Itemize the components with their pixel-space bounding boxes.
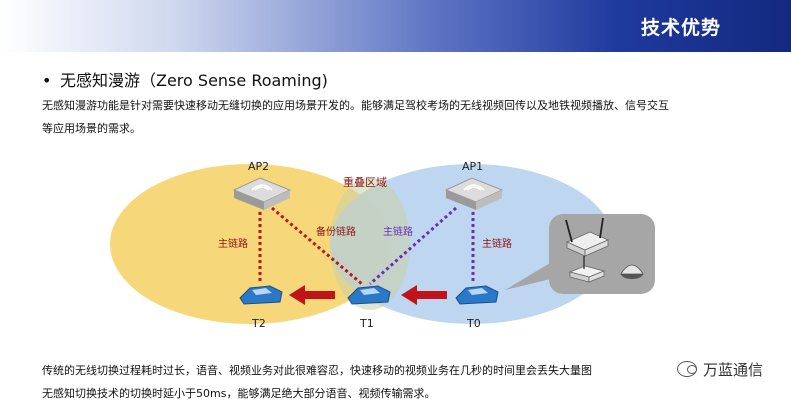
main-link-left-label: 主链路 bbox=[218, 237, 248, 250]
section-title: 无感知漫游（Zero Sense Roaming) bbox=[60, 71, 328, 90]
roaming-diagram: AP2 AP1 重叠区域 主链路 备份链路 主链路 主链路 T2 T1 T0 bbox=[110, 160, 655, 330]
footer-line-2: 无感知切换技术的切换时延小于50ms，能够满足绝大部分语音、视频传输需求。 bbox=[42, 387, 436, 400]
overlap-zone bbox=[330, 178, 410, 310]
main-link-mid-label: 主链路 bbox=[383, 225, 413, 238]
terminal-device bbox=[568, 256, 606, 283]
wifi-icon bbox=[463, 184, 485, 191]
ap2-label: AP2 bbox=[248, 160, 269, 173]
callout-pointer bbox=[505, 260, 555, 290]
car-t1 bbox=[347, 285, 391, 305]
main-link-right-label: 主链路 bbox=[482, 237, 512, 250]
router-device bbox=[565, 217, 609, 257]
ap1-mid-link bbox=[369, 206, 457, 286]
description-line-2: 等应用场景的需求。 bbox=[42, 122, 141, 135]
ap1-device bbox=[444, 177, 504, 210]
car-t0 bbox=[455, 285, 499, 305]
backup-link-label: 备份链路 bbox=[316, 225, 356, 238]
arrow-right-to-mid bbox=[401, 285, 447, 305]
description: 无感知漫游功能是针对需要快速移动无缝切换的应用场景开发的。能够满足驾校考场的无线… bbox=[42, 94, 762, 140]
description-line-1: 无感知漫游功能是针对需要快速移动无缝切换的应用场景开发的。能够满足驾校考场的无线… bbox=[42, 99, 669, 112]
bullet-marker: • bbox=[42, 71, 52, 90]
watermark: 万蓝通信 bbox=[676, 359, 763, 380]
section-heading: • 无感知漫游（Zero Sense Roaming) bbox=[42, 67, 328, 91]
car-t2 bbox=[239, 285, 283, 305]
car-t0-label: T0 bbox=[466, 317, 481, 330]
header-banner: 技术优势 bbox=[0, 0, 791, 52]
backup-link bbox=[271, 206, 363, 286]
arrow-mid-to-left bbox=[289, 285, 335, 305]
overlap-label: 重叠区域 bbox=[343, 175, 387, 189]
watermark-text: 万蓝通信 bbox=[702, 361, 763, 379]
ap2-coverage-zone bbox=[110, 164, 390, 324]
antenna-puck-device bbox=[620, 264, 644, 279]
ap1-label: AP1 bbox=[462, 160, 483, 173]
wechat-icon bbox=[676, 361, 697, 377]
page-title: 技术优势 bbox=[640, 17, 721, 39]
car-t1-label: T1 bbox=[359, 317, 374, 330]
ap2-device bbox=[232, 177, 292, 210]
wifi-icon bbox=[251, 184, 273, 191]
car-t2-label: T2 bbox=[251, 317, 266, 330]
footer-line-1: 传统的无线切换过程耗时过长，语音、视频业务对此很难容忍，快速移动的视频业务在几秒… bbox=[42, 364, 592, 377]
